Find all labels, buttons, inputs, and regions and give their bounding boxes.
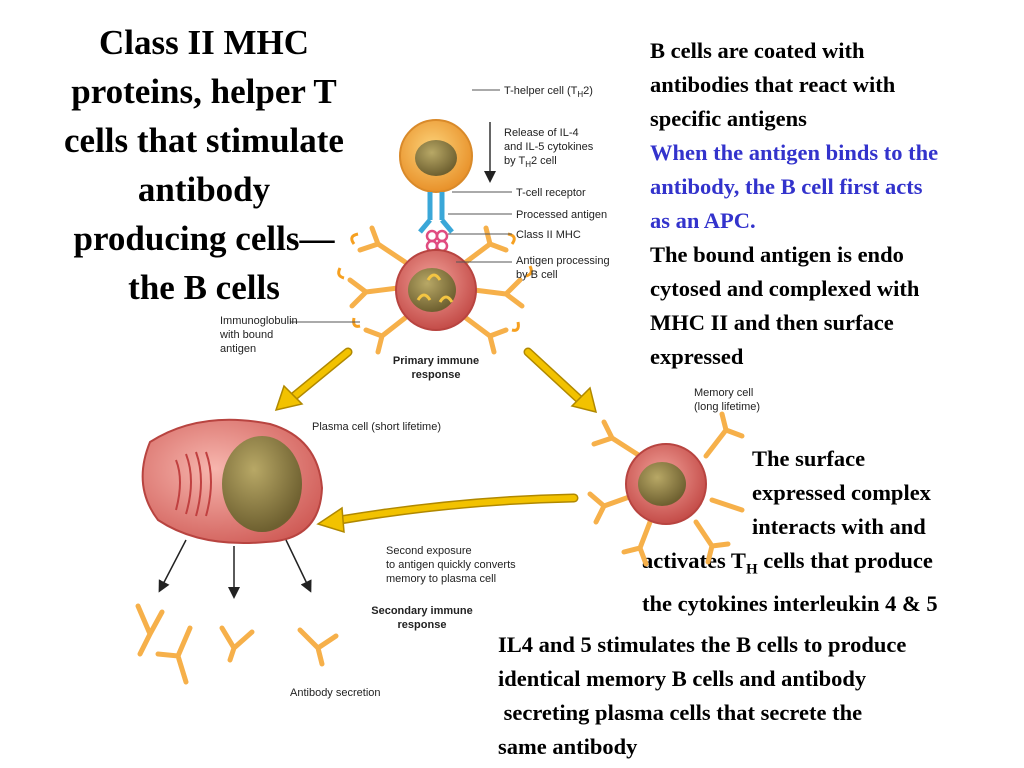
b-cell [395, 249, 477, 331]
b-cell-antibodies [347, 225, 525, 355]
secondary-response-label: response [398, 619, 447, 631]
subscript: H [525, 160, 531, 169]
text-line: secreting plasma cells that secrete the [498, 700, 863, 725]
text-line: The surface [752, 446, 866, 471]
text-segment: T-helper cell (T [504, 85, 578, 97]
antibody-secretion-label: Antibody secretion [290, 687, 381, 699]
text-segment: 2 cell [531, 155, 557, 167]
text-line: IL4 and 5 stimulates the B cells to prod… [498, 632, 907, 657]
secreted-antibodies [135, 603, 339, 685]
immunoglobulin-label: antigen [220, 343, 256, 355]
text-segment: 2) [583, 85, 593, 97]
leader-lines [290, 89, 512, 323]
second-exposure-label: to antigen quickly converts [386, 559, 516, 571]
text-line: MHC II and then surface [650, 310, 894, 335]
t-cell-receptor-label: T-cell receptor [516, 187, 586, 199]
memory-cell-label: Memory cell [694, 387, 753, 399]
text-line: identical memory B cells and antibody [498, 666, 867, 691]
text-segment: by T [504, 155, 525, 167]
release-label-line: and IL-5 cytokines [504, 141, 594, 153]
page-title: Class II MHC proteins, helper T cells th… [28, 18, 380, 312]
text-line: expressed complex [752, 480, 931, 505]
title-line: producing cells— [73, 219, 335, 258]
bound-antigens [337, 232, 533, 332]
text-line: cytosed and complexed with [650, 276, 920, 301]
immunoglobulin-label: with bound [219, 329, 273, 341]
text-segment: cells that produce [757, 548, 933, 573]
text-line: antibodies that react with [650, 72, 896, 97]
memory-cell-antibodies [587, 411, 745, 567]
text-line: interacts with and [752, 514, 926, 539]
t-helper-label: T-helper cell (TH2) [504, 85, 593, 99]
t-cell-receptor [418, 192, 454, 234]
text-line: specific antigens [650, 106, 807, 131]
memory-cell [625, 443, 707, 525]
text-line: the cytokines interleukin 4 & 5 [642, 590, 938, 616]
secretion-arrows [158, 539, 312, 599]
processed-antigen-label: Processed antigen [516, 209, 607, 221]
highlight-line: antibody, the B cell first acts [650, 174, 923, 199]
memory-cell-label: (long lifetime) [694, 401, 760, 413]
title-line: Class II MHC [98, 23, 310, 62]
release-label-line: Release of IL-4 [504, 127, 579, 139]
release-label-line: by TH2 cell [504, 155, 557, 169]
arrow-to-plasma [274, 347, 353, 412]
text-line: B cells are coated with [650, 38, 865, 63]
title-line: antibody [137, 170, 271, 209]
subscript: H [745, 561, 758, 578]
surface-complex-description: The surface expressed complex interacts … [752, 442, 1020, 544]
primary-response-label: response [412, 369, 461, 381]
bcell-description: B cells are coated with antibodies that … [650, 34, 1020, 374]
text-line: activates TH cells that produce [642, 544, 1022, 587]
highlight-line: When the antigen binds to the [650, 140, 939, 165]
second-exposure-label: Second exposure [386, 545, 472, 557]
highlight-line: as an APC. [650, 208, 756, 233]
immunoglobulin-label: Immunoglobulin [220, 315, 298, 327]
primary-response-label: Primary immune [393, 355, 479, 367]
arrow-memory-to-plasma [316, 493, 579, 534]
class2-mhc-label: Class II MHC [516, 229, 581, 241]
text-line: same antibody [498, 734, 638, 759]
title-line: the B cells [128, 268, 280, 307]
memory-cell-description: IL4 and 5 stimulates the B cells to prod… [498, 628, 1020, 764]
plasma-cell-label: Plasma cell (short lifetime) [312, 421, 441, 433]
text-line: expressed [650, 344, 744, 369]
antigen-processing-label: Antigen processing [516, 255, 610, 267]
text-line: The bound antigen is endo [650, 242, 904, 267]
title-line: cells that stimulate [64, 121, 344, 160]
second-exposure-label: memory to plasma cell [386, 573, 496, 585]
plasma-cell [141, 418, 324, 545]
text-segment: activates T [642, 548, 746, 573]
title-line: proteins, helper T [71, 72, 337, 111]
subscript: H [577, 90, 583, 99]
mhc-antigen-complex [425, 229, 449, 253]
cytokine-description: activates TH cells that produce the cyto… [642, 544, 1022, 621]
antigen-processing-label: by B cell [516, 269, 558, 281]
arrow-to-memory [523, 347, 598, 414]
secondary-response-label: Secondary immune [371, 605, 472, 617]
t-helper-cell [399, 119, 473, 193]
